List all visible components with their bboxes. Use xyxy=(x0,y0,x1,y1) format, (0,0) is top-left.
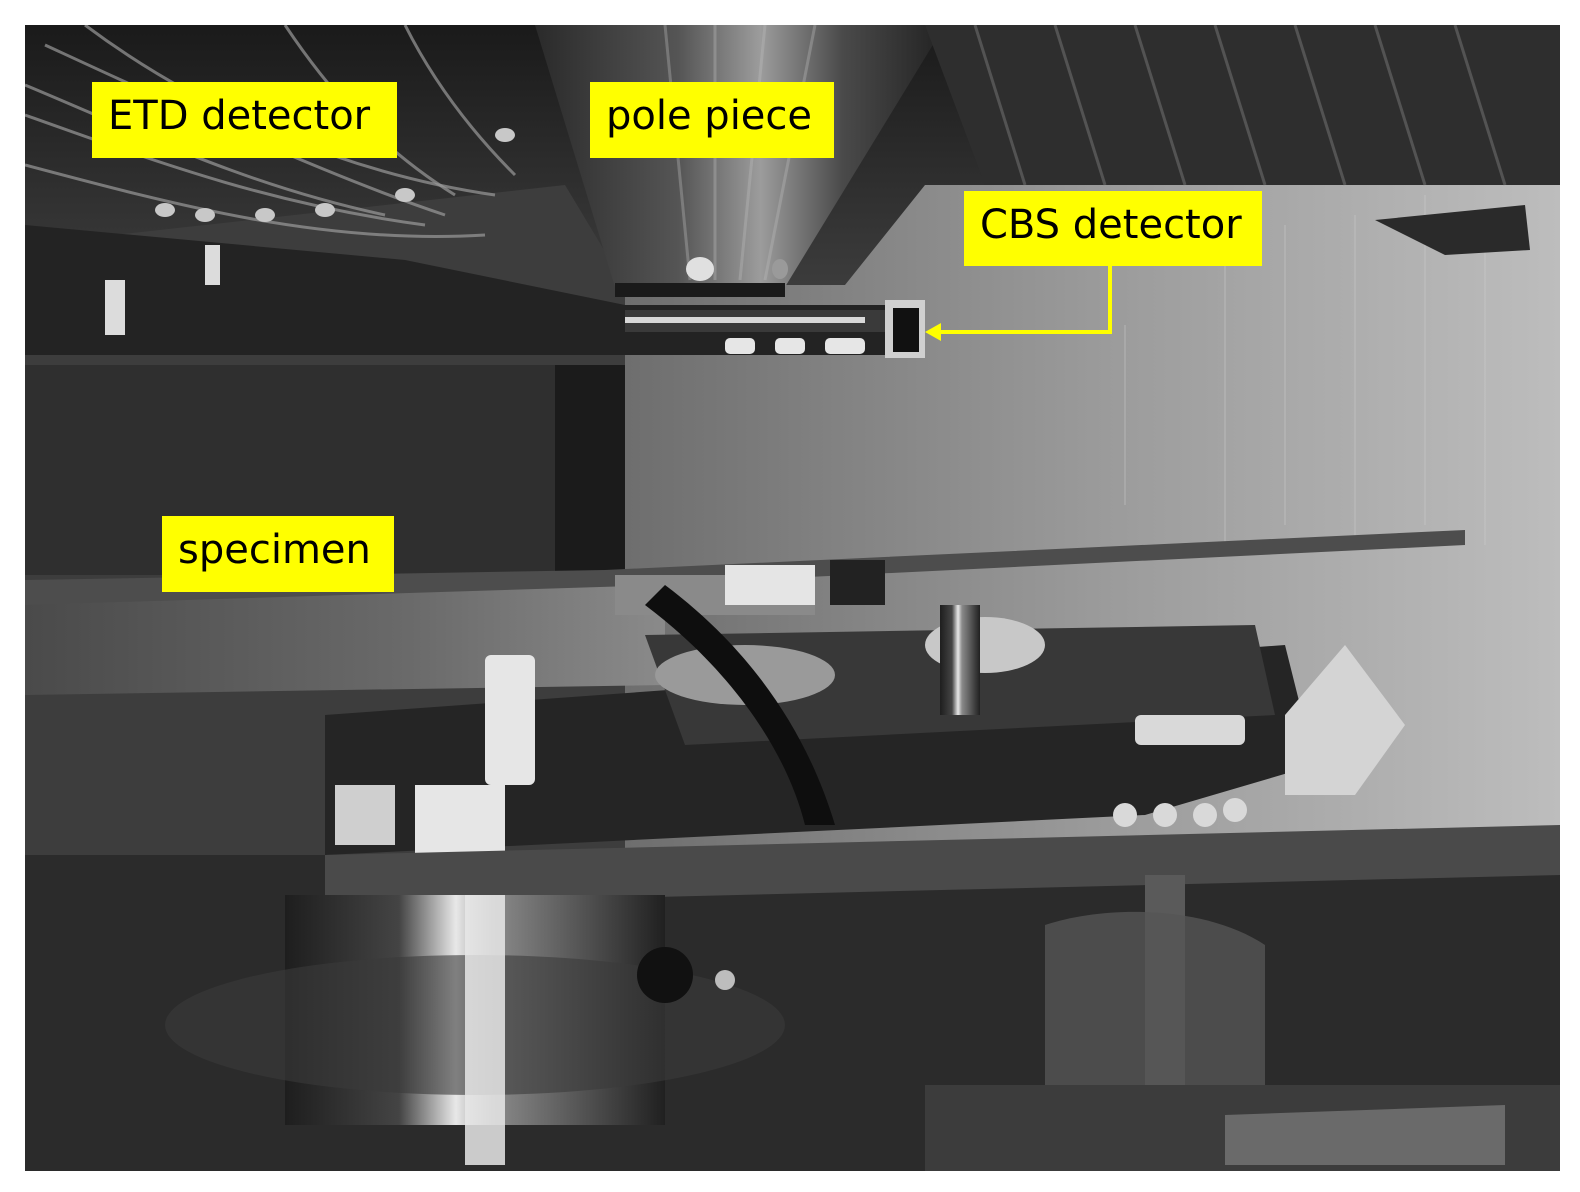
etd-detector-label: ETD detector xyxy=(92,82,397,158)
specimen-label: specimen xyxy=(162,516,394,592)
microscope-chamber-photo: ETD detector pole piece CBS detector spe… xyxy=(25,25,1560,1171)
photo-illustration xyxy=(25,25,1560,1171)
arrow-left-icon xyxy=(925,241,1112,341)
cbs-detector-label: CBS detector xyxy=(964,191,1262,266)
pole-piece-label: pole piece xyxy=(590,82,834,158)
